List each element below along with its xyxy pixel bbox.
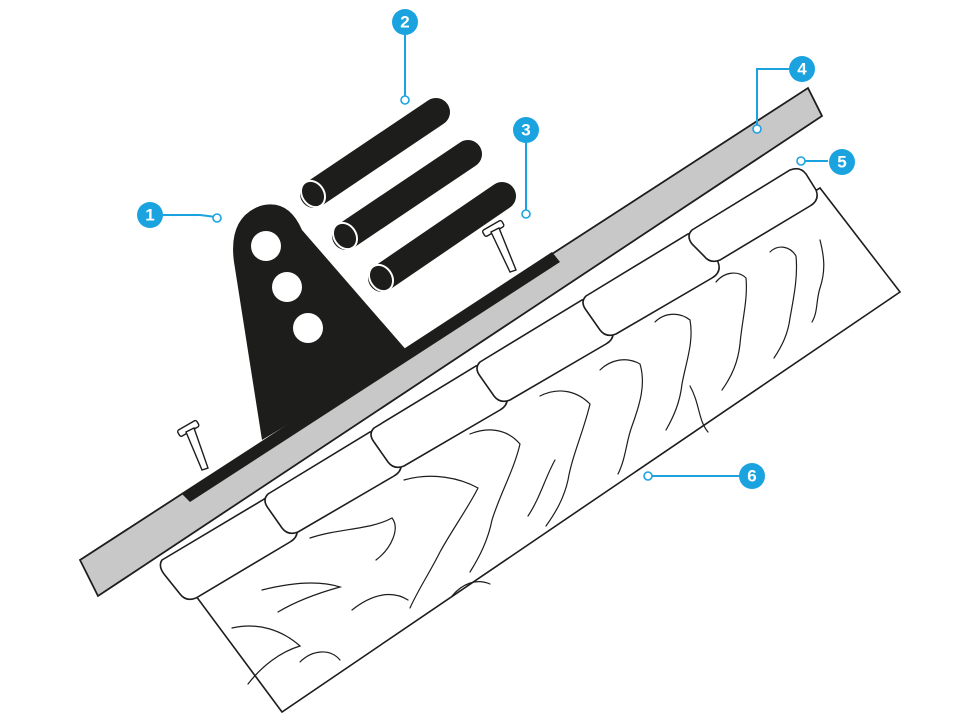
bracket-hole <box>251 231 281 261</box>
tube <box>367 182 516 293</box>
callout-3: 3 <box>513 117 539 219</box>
callout-2: 2 <box>392 9 418 105</box>
roofing-sheet <box>78 86 824 598</box>
base-plate <box>182 252 560 502</box>
svg-text:4: 4 <box>797 60 807 79</box>
svg-text:1: 1 <box>145 206 154 225</box>
roof-tile <box>688 167 818 263</box>
tube <box>299 98 450 209</box>
bracket-hole <box>293 313 323 343</box>
snow-guard-tubes <box>299 98 516 293</box>
callout-4: 4 <box>752 56 815 134</box>
svg-text:5: 5 <box>837 153 846 172</box>
bracket <box>233 204 408 440</box>
roof-tiles <box>159 167 818 601</box>
screw-icon <box>177 419 209 471</box>
svg-text:2: 2 <box>400 13 409 32</box>
bracket-hole <box>272 272 302 302</box>
tube <box>331 140 482 251</box>
svg-text:6: 6 <box>747 467 756 486</box>
callout-5: 5 <box>796 149 855 175</box>
wood-grain <box>231 239 825 685</box>
screw-icon <box>482 219 517 273</box>
svg-text:3: 3 <box>521 121 530 140</box>
callout-1: 1 <box>137 202 222 228</box>
callout-6: 6 <box>643 463 765 489</box>
